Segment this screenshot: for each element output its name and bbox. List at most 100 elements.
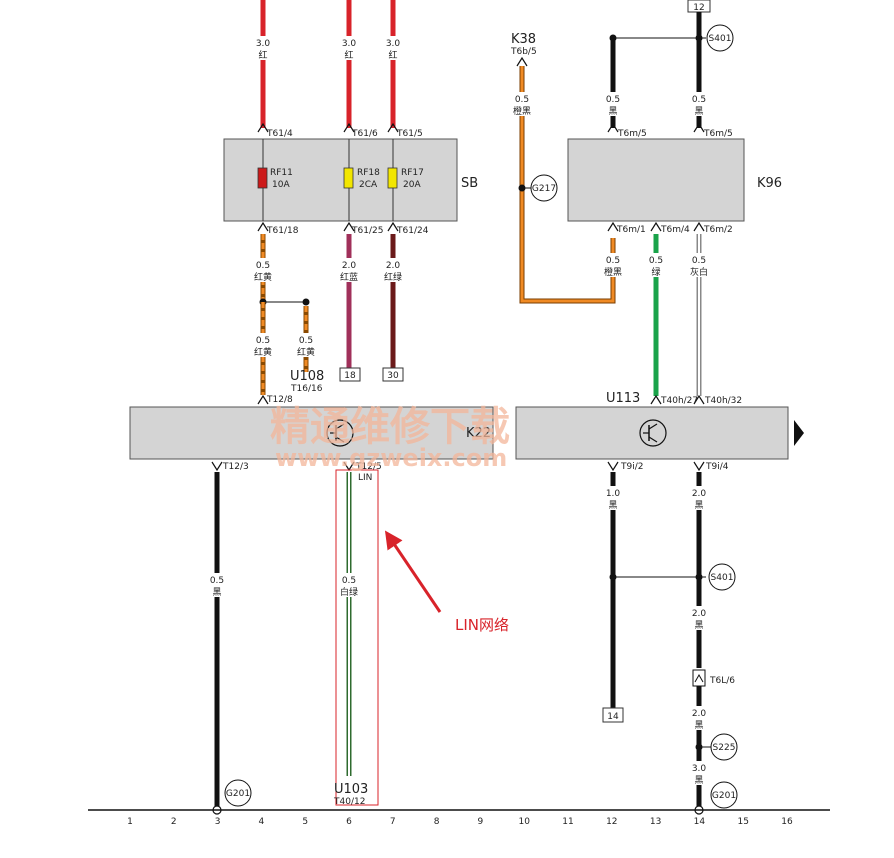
module-label-sb: SB <box>461 176 478 191</box>
wire-gauge: 2.0 <box>386 261 401 271</box>
wire-gauge: 2.0 <box>342 261 357 271</box>
pin-label: T6m/4 <box>660 225 690 235</box>
pin-label: T6m/5 <box>703 129 733 139</box>
module-label-u113: U113 <box>606 391 640 406</box>
ruler-number: 14 <box>694 817 706 827</box>
fuse-rf17-icon <box>387 167 398 189</box>
pin-label: T9i/2 <box>620 462 643 472</box>
ruler-number: 9 <box>478 817 484 827</box>
pin-label: T61/24 <box>396 226 429 236</box>
ground-label: S225 <box>713 743 736 753</box>
fuse-rating: 10A <box>272 180 290 190</box>
ruler-number: 5 <box>302 817 308 827</box>
ruler-number: 12 <box>606 817 617 827</box>
sb-top-pins: T61/4 T61/6 T61/5 <box>257 122 423 139</box>
wire-gauge: 3.0 <box>386 39 401 49</box>
pin-label: T12/3 <box>222 462 249 472</box>
pin-label: T61/5 <box>396 129 423 139</box>
u113-module: U113 T40h/27 T40h/32 T9i/2 T9i/4 <box>515 391 804 472</box>
fuse-name: RF17 <box>401 168 424 178</box>
module-label-u108: U108 <box>290 369 324 384</box>
ruler-number: 13 <box>650 817 661 827</box>
splice-s401-icon <box>708 563 736 591</box>
pin-label: T12/5 <box>355 462 382 472</box>
wire-gauge: 2.0 <box>692 609 707 619</box>
pin-label: T40h/32 <box>704 396 742 406</box>
wire-gauge: 2.0 <box>692 709 707 719</box>
wire-color: 黑 <box>608 106 617 117</box>
ruler-number: 7 <box>390 817 396 827</box>
annotation-text: LIN网络 <box>455 616 509 634</box>
pin-label: T61/4 <box>266 129 293 139</box>
pin-label: T61/18 <box>266 226 299 236</box>
wire-gauge: 3.0 <box>342 39 357 49</box>
ground-label: G201 <box>712 791 736 801</box>
ground-label: G217 <box>532 184 556 194</box>
ref-label: 12 <box>693 3 704 13</box>
connector-icon <box>692 669 706 687</box>
module-label-k22: K22 <box>466 426 491 441</box>
fuse-name: RF11 <box>270 168 293 178</box>
wire-color: 黑 <box>694 620 703 631</box>
ground-label: S401 <box>709 34 732 44</box>
right-arrow-icon <box>794 420 804 446</box>
ground-g201-icon <box>224 779 252 807</box>
pin-label: T6m/5 <box>617 129 647 139</box>
wire-gauge: 3.0 <box>692 764 707 774</box>
ref-label: 14 <box>607 712 619 722</box>
wire-gauge: 0.5 <box>210 576 224 586</box>
u113-output-wires: 1.0 黑 14 2.0 黑 S401 2.0 黑 T6L/6 2.0 黑 S2… <box>600 472 738 808</box>
ruler-number: 15 <box>737 817 748 827</box>
splice-s225-icon <box>710 733 738 761</box>
k96-module: 12 S401 0.5 黑 0.5 黑 T6m/5 T6m/5 K96 T6m/… <box>567 0 782 396</box>
lin-highlight-frame <box>335 469 379 806</box>
pin-label: T6L/6 <box>709 676 735 686</box>
sb-output-wires: 0.5 红黄 2.0 红蓝 2.0 红绿 18 30 <box>250 234 406 382</box>
wire-color: 红 <box>388 49 397 61</box>
lin-annotation: LIN网络 <box>384 530 509 634</box>
wire-gauge: 0.5 <box>299 336 313 346</box>
watermark: 精通维修下载 www.gzweix.com <box>270 404 510 472</box>
ruler-number: 4 <box>259 817 265 827</box>
watermark-url: www.gzweix.com <box>275 444 507 472</box>
wire-color: 橙黑 <box>604 266 622 278</box>
ruler-number: 11 <box>562 817 573 827</box>
wire-color: 绿 <box>651 266 660 278</box>
fuse-name: RF18 <box>357 168 380 178</box>
sb-fuse-box: RF11 10A RF18 2CA RF17 20A SB <box>223 138 478 222</box>
module-label-k38: K38 <box>511 32 536 47</box>
k22-output-wires: 0.5 黑 0.5 白绿 U103 T40/12 <box>204 469 379 808</box>
watermark-title: 精通维修下载 <box>270 404 510 450</box>
wire-gauge: 1.0 <box>606 489 621 499</box>
wire-color: 红 <box>344 49 353 61</box>
pin-label: T61/25 <box>351 226 383 236</box>
pin-label: T6m/2 <box>703 225 733 235</box>
k38-module: K38 T6b/5 0.5 橙黑 G217 <box>509 32 616 304</box>
ruler-number: 16 <box>781 817 793 827</box>
pin-label: T6m/1 <box>616 225 646 235</box>
ground-label: S401 <box>711 573 734 583</box>
ruler-number: 3 <box>215 817 221 827</box>
splice-s401-icon <box>706 24 734 52</box>
wire-color: 灰白 <box>690 266 708 278</box>
top-red-wires: 3.0 红 3.0 红 3.0 红 <box>250 0 406 128</box>
module-label-k96: K96 <box>757 176 782 191</box>
wire-gauge: 0.5 <box>649 256 663 266</box>
wire-gauge: 0.5 <box>606 256 620 266</box>
transistor-icon <box>639 419 667 447</box>
ref-box-30 <box>382 367 404 382</box>
k22-module: T12/8 K22 T12/3 T12/5 LIN <box>129 394 494 483</box>
ground-g217-icon <box>530 174 558 202</box>
fuse-rating: 20A <box>403 180 421 190</box>
pin-label: T40h/27 <box>660 396 698 406</box>
ref-label: 18 <box>344 371 356 381</box>
sb-bottom-pins: T61/18 T61/25 T61/24 <box>257 221 429 236</box>
pin-label: LIN <box>358 473 372 483</box>
wire-color: 红黄 <box>254 271 272 283</box>
ref-box-14 <box>602 707 624 723</box>
pin-label: T9i/4 <box>705 462 729 472</box>
ruler-number: 2 <box>171 817 177 827</box>
ruler-number: 6 <box>346 817 352 827</box>
